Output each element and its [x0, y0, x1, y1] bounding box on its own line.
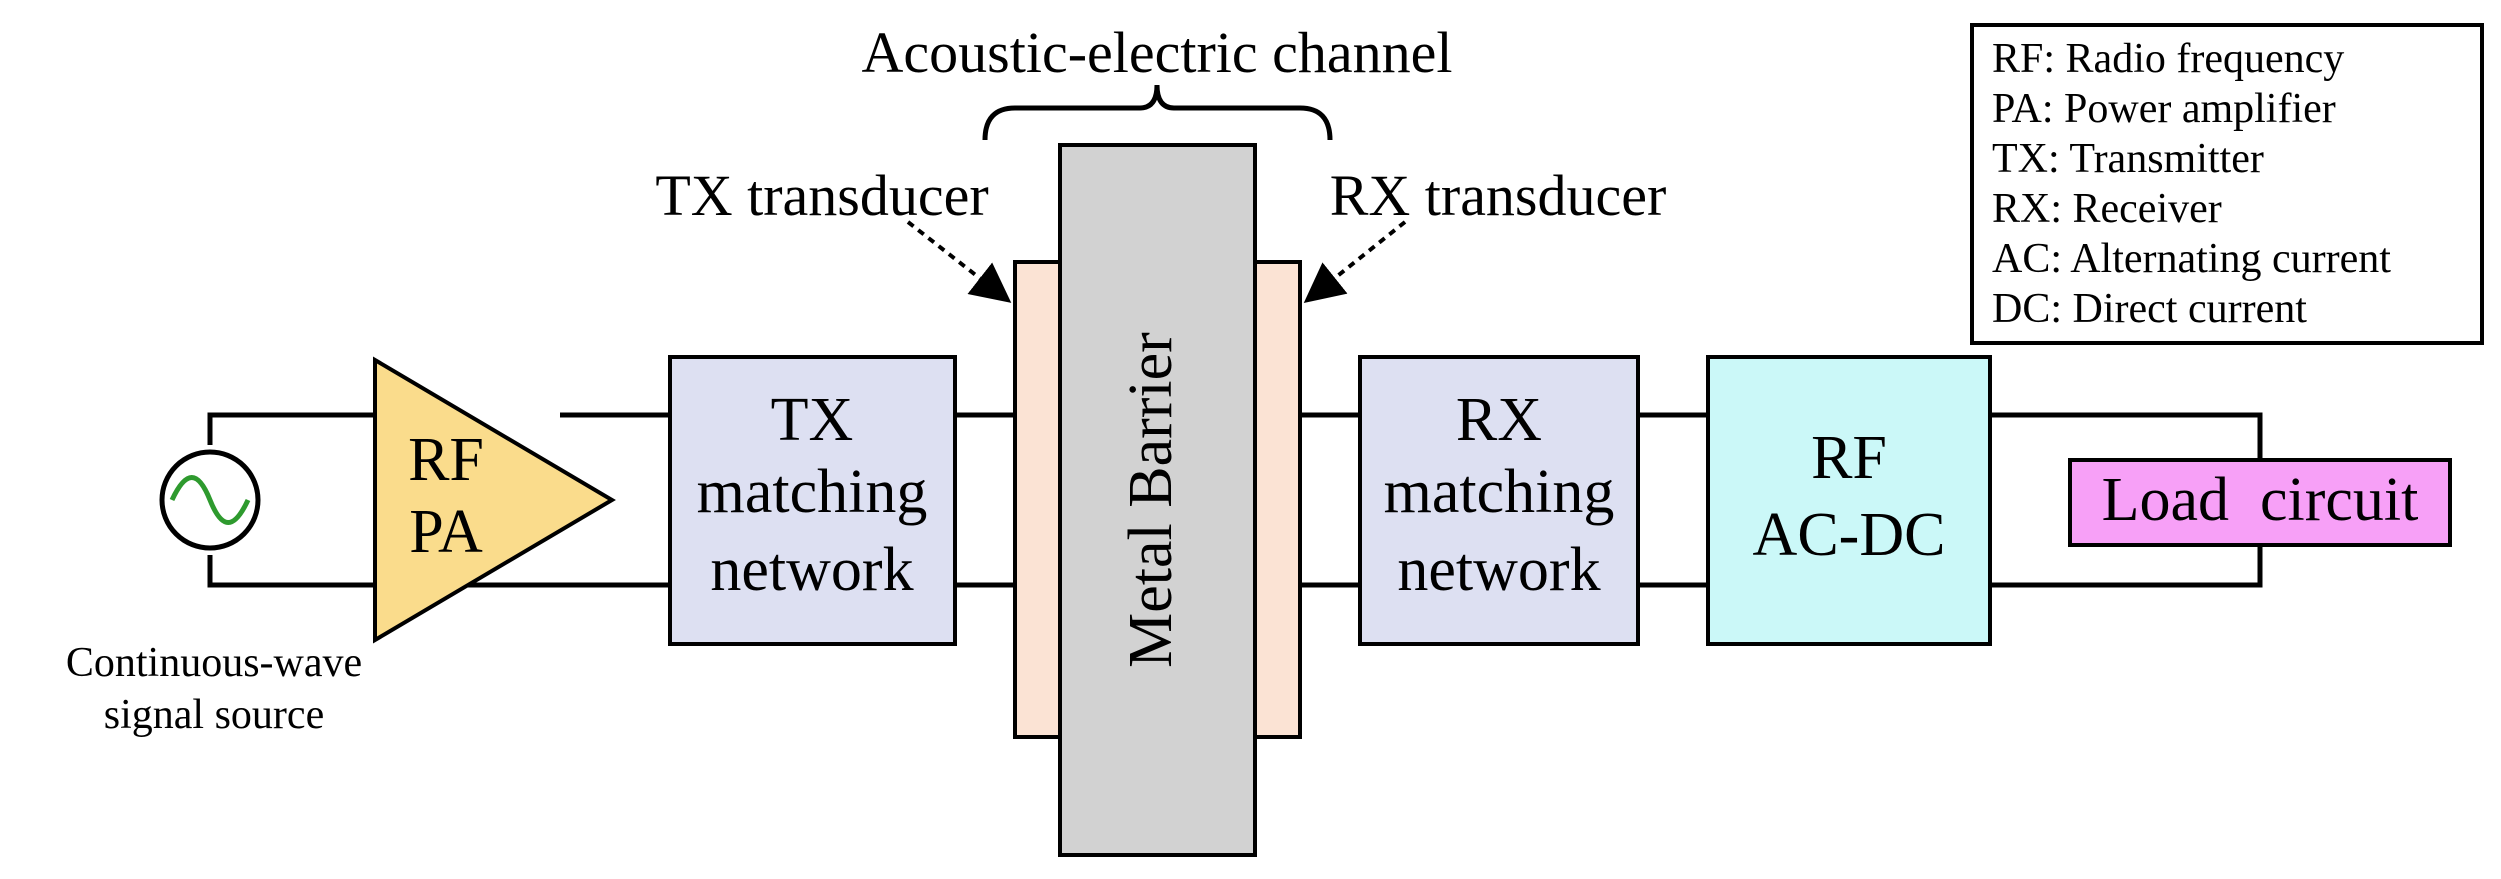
load-circuit-rect [2068, 458, 2452, 547]
tx-transducer-rect [1013, 260, 1062, 739]
tx-matching-line3: network [710, 536, 913, 604]
load-circuit-block: Load circuit [2068, 458, 2452, 547]
legend-item: RF: Radio frequency [1992, 36, 2344, 82]
wire-source-bottom [207, 555, 380, 588]
metal-barrier-rect [1058, 143, 1257, 857]
legend-item: RX: Receiver [1992, 186, 2222, 232]
rx-matching-rect [1358, 355, 1640, 646]
transducer-callouts: TX transducer RX transducer [655, 163, 1667, 303]
tx-transducer-arrow [906, 220, 1012, 303]
sine-wave-icon [169, 475, 251, 525]
rx-transducer-rect [1253, 260, 1302, 739]
channel-brace: Acoustic-electric channel [862, 20, 1453, 141]
channel-brace-path [982, 84, 1333, 141]
rx-matching-line3: network [1397, 536, 1600, 604]
legend: RF: Radio frequency PA: Power amplifier … [1970, 23, 2484, 345]
tx-matching-line2: matching [697, 458, 928, 526]
wire-acdc-load-bottom [1990, 545, 2263, 588]
rx-matching-block: RX matching network [1358, 355, 1640, 646]
rf-pa-block: RF PA [373, 356, 616, 644]
rf-pa-label-line2: PA [409, 498, 483, 566]
rx-transducer-label: RX transducer [1330, 163, 1667, 228]
rx-matching-line2: matching [1384, 458, 1615, 526]
channel-label: Acoustic-electric channel [862, 20, 1453, 85]
rf-pa-triangle [373, 356, 616, 644]
tx-matching-rect [668, 355, 957, 646]
source-label-line2: signal source [104, 692, 324, 738]
wire-source-top [207, 412, 380, 445]
metal-barrier-label: Metal Barrier [1117, 332, 1185, 668]
legend-item: PA: Power amplifier [1992, 86, 2336, 132]
rf-acdc-block: RF AC-DC [1706, 355, 1992, 646]
metal-barrier-block: Metal Barrier [1058, 143, 1257, 857]
load-circuit-label: Load circuit [2102, 466, 2419, 534]
rf-acdc-line2: AC-DC [1753, 501, 1946, 569]
source-label-line1: Continuous-wave [66, 640, 362, 686]
tx-transducer-label: TX transducer [655, 163, 988, 228]
rf-pa-label-line1: RF [408, 426, 484, 494]
rx-matching-line1: RX [1456, 386, 1542, 454]
legend-item: DC: Direct current [1992, 286, 2307, 332]
legend-item: AC: Alternating current [1992, 236, 2391, 282]
wire-acdc-load-top [1990, 412, 2263, 460]
legend-item: TX: Transmitter [1992, 136, 2264, 182]
rf-acdc-line1: RF [1811, 424, 1887, 492]
rx-transducer-arrow [1303, 220, 1407, 303]
signal-source: Continuous-wave signal source [66, 449, 362, 738]
tx-matching-line1: TX [771, 386, 854, 454]
legend-box [1970, 23, 2484, 345]
rf-acdc-rect [1706, 355, 1992, 646]
tx-matching-block: TX matching network [668, 355, 957, 646]
